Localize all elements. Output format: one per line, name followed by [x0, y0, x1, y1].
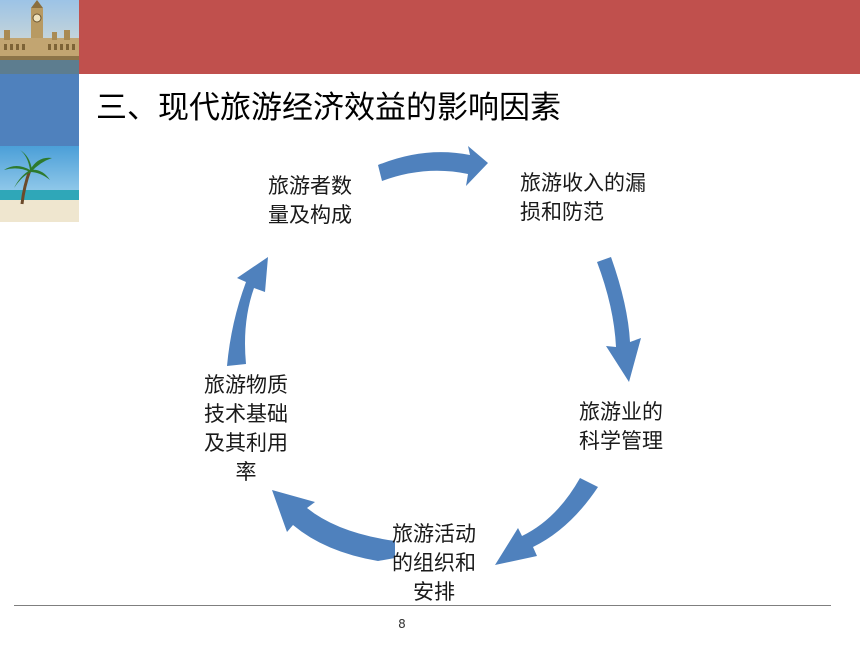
cycle-node-tourist-count: 旅游者数 量及构成: [268, 174, 352, 227]
london-photo: [0, 0, 79, 74]
cycle-node-material-base: 旅游物质 技术基础 及其利用 率: [204, 373, 288, 484]
cycle-node-activity-organization: 旅游活动 的组织和 安排: [392, 522, 476, 604]
cycle-node-revenue-leakage: 旅游收入的漏 损和防范: [520, 171, 646, 224]
cycle-arrow-1: [378, 146, 488, 186]
beach-photo: [0, 146, 79, 222]
header-band: [79, 0, 860, 74]
cycle-arrow-3: [495, 478, 598, 565]
page-number: 8: [398, 617, 406, 631]
cycle-arrow-2: [597, 257, 641, 382]
cycle-arrow-5: [227, 257, 268, 366]
side-accent-block: [0, 74, 79, 146]
cycle-arrow-4: [272, 490, 395, 561]
slide-title: 三、现代旅游经济效益的影响因素: [96, 90, 561, 126]
footer-divider: [14, 605, 831, 606]
cycle-node-industry-management: 旅游业的 科学管理: [579, 400, 663, 453]
